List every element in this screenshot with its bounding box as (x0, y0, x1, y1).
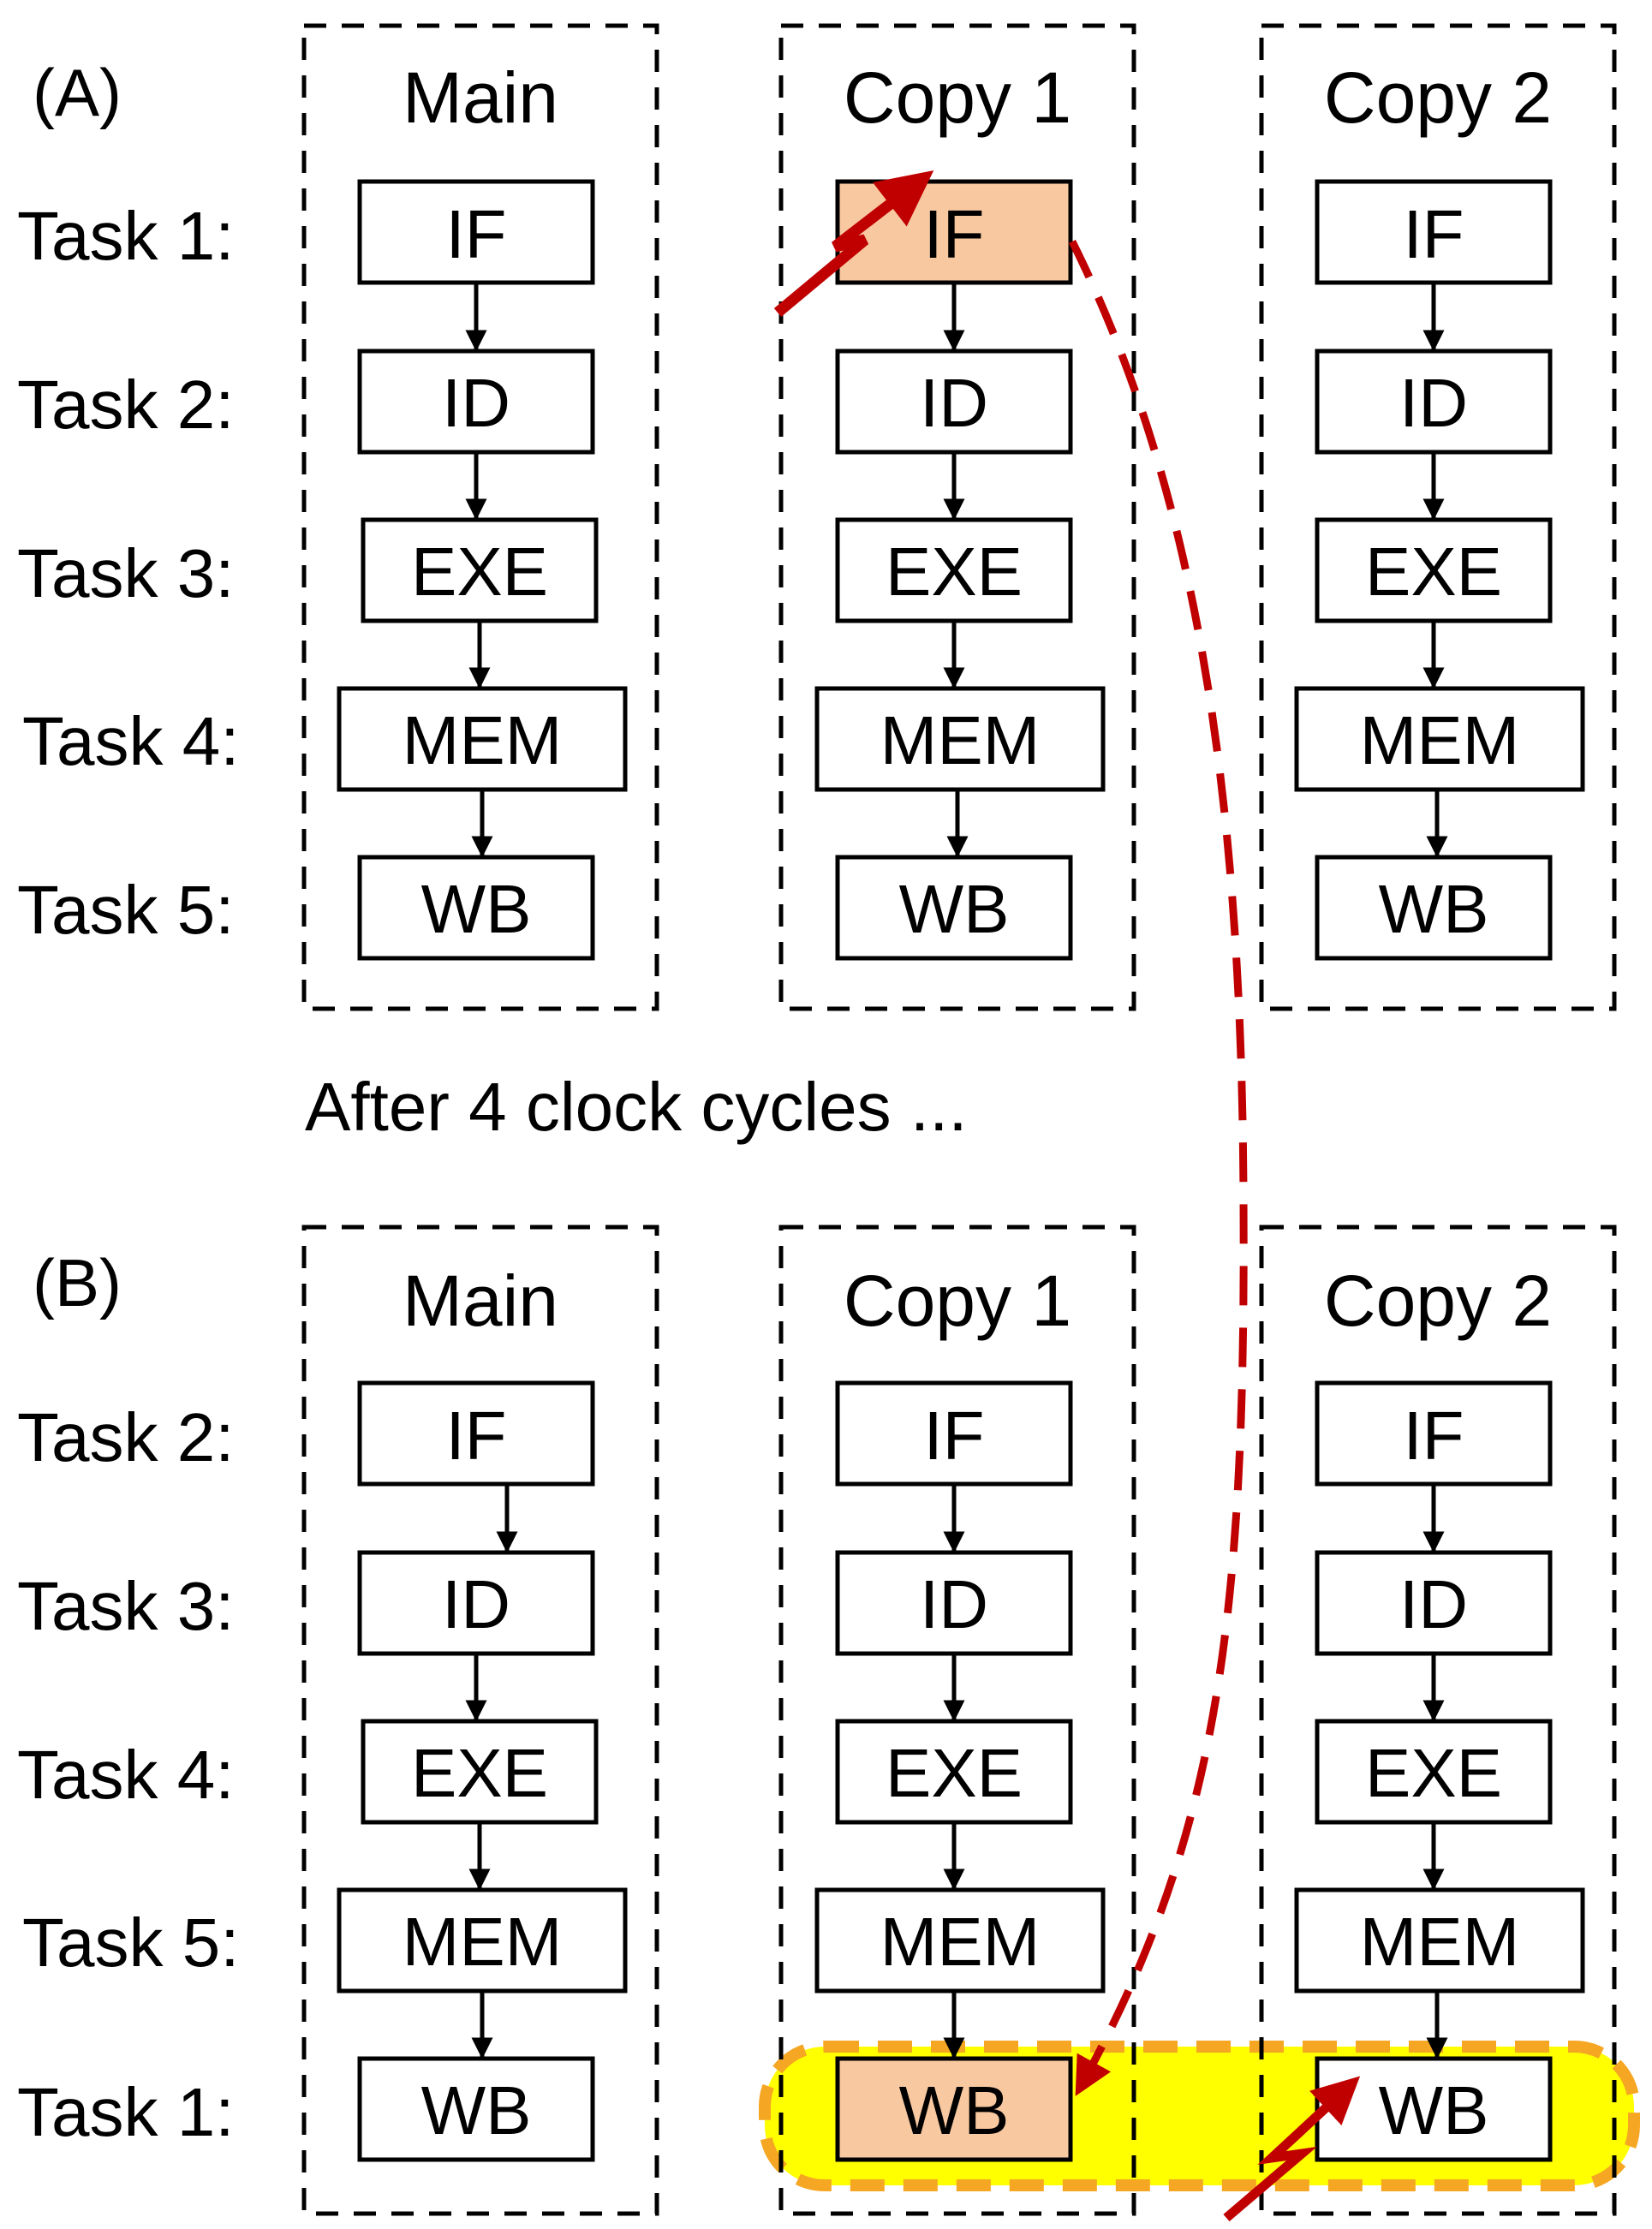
column-title: Copy 2 (1324, 57, 1552, 138)
stage-label: ID (1399, 365, 1468, 441)
task-label: Task 3: (17, 1568, 234, 1644)
column-frame-main (301, 23, 659, 1011)
task-label: Task 5: (22, 1904, 239, 1981)
stage-box (357, 179, 595, 285)
column-frame-copy-2 (1259, 23, 1617, 1011)
stage-label: WB (1379, 2072, 1489, 2149)
task-label: Task 2: (17, 367, 234, 443)
stage-label: MEM (880, 702, 1041, 778)
stage-box (1315, 855, 1553, 961)
stage-box (835, 855, 1073, 961)
stage-label: EXE (411, 1735, 548, 1811)
panel-label: (B) (33, 1245, 122, 1320)
stage-box (337, 686, 628, 792)
stage-box (1294, 1887, 1585, 1994)
stage-label: MEM (1360, 702, 1520, 778)
stage-label: MEM (1360, 1904, 1520, 1980)
stage-box (357, 855, 595, 961)
stage-label: WB (421, 2072, 532, 2149)
stage-box (814, 686, 1106, 792)
panel-b: (B) Main Copy 1 Copy 2 Task 2: Task 3: T… (17, 1225, 1617, 2216)
stage-label: ID (442, 365, 510, 441)
pipeline-copy-1: IF ID EXE MEM WB (814, 179, 1106, 961)
stage-box (337, 1887, 628, 1994)
panel-a: (A) Main Copy 1 Copy 2 Task 1: Task 2: T… (17, 23, 1617, 1011)
task-label: Task 2: (17, 1399, 234, 1475)
pipeline-copy-1: IF ID EXE MEM WB (814, 1380, 1106, 2162)
stage-box (361, 517, 599, 623)
stage-label: MEM (403, 1904, 563, 1980)
stage-label: EXE (886, 1735, 1023, 1811)
fault-propagation-arrow (1068, 240, 1248, 2096)
stage-box (1315, 1550, 1553, 1656)
task-label: Task 1: (17, 198, 234, 274)
stage-label: ID (442, 1566, 510, 1642)
stage-box (361, 1719, 599, 1825)
stage-label: EXE (886, 533, 1023, 610)
stage-box-faulty (835, 2056, 1073, 2162)
stage-box (357, 349, 595, 455)
stage-label: IF (445, 196, 506, 272)
column-frame-main (301, 1225, 659, 2216)
task-label: Task 1: (17, 2074, 234, 2150)
task-label: Task 4: (17, 1737, 234, 1813)
stage-label: IF (1403, 196, 1464, 272)
column-title: Main (403, 57, 558, 138)
task-label: Task 5: (17, 872, 234, 948)
pipeline-main: IF ID EXE MEM WB (337, 179, 628, 961)
stage-box (835, 349, 1073, 455)
task-label: Task 4: (22, 703, 239, 779)
stage-box (814, 1887, 1106, 1994)
stage-box (357, 1550, 595, 1656)
middle-caption: After 4 clock cycles ... (305, 1069, 968, 1145)
stage-box (1315, 179, 1553, 285)
pipeline-copy-2: IF ID EXE MEM WB (1294, 179, 1585, 961)
stage-box (357, 2056, 595, 2162)
stage-label: MEM (880, 1904, 1041, 1980)
column-title: Copy 2 (1324, 1261, 1552, 1341)
stage-box (1294, 686, 1585, 792)
stage-label: EXE (1365, 533, 1502, 610)
stage-label: WB (421, 871, 532, 947)
stage-box (357, 1380, 595, 1487)
lightning-compare-icon (1223, 2076, 1361, 2222)
stage-label: ID (1399, 1566, 1468, 1642)
panel-label: (A) (33, 55, 122, 130)
column-title: Copy 1 (844, 1261, 1071, 1341)
stage-box (835, 1380, 1073, 1487)
column-title: Main (403, 1261, 558, 1341)
stage-label: EXE (1365, 1735, 1502, 1811)
stage-label: IF (923, 1398, 984, 1474)
stage-box (835, 517, 1073, 623)
column-frame-copy-2 (1259, 1225, 1617, 2216)
task-label: Task 3: (17, 535, 234, 611)
pipeline-main: IF ID EXE MEM WB (337, 1380, 628, 2162)
stage-label: IF (445, 1398, 506, 1474)
stage-label: IF (923, 196, 984, 272)
column-frame-copy-1 (778, 23, 1136, 1011)
lightning-fault-icon (773, 170, 934, 317)
stage-box (835, 1719, 1073, 1825)
stage-label: ID (920, 1566, 988, 1642)
stage-label: WB (899, 2072, 1010, 2149)
stage-label: EXE (411, 533, 548, 610)
column-frame-copy-1 (778, 1225, 1136, 2216)
stage-box (1315, 349, 1553, 455)
stage-label: ID (920, 365, 988, 441)
column-title: Copy 1 (844, 57, 1071, 138)
stage-label: WB (1379, 871, 1489, 947)
stage-label: IF (1403, 1398, 1464, 1474)
stage-label: MEM (403, 702, 563, 778)
stage-label: WB (899, 871, 1010, 947)
